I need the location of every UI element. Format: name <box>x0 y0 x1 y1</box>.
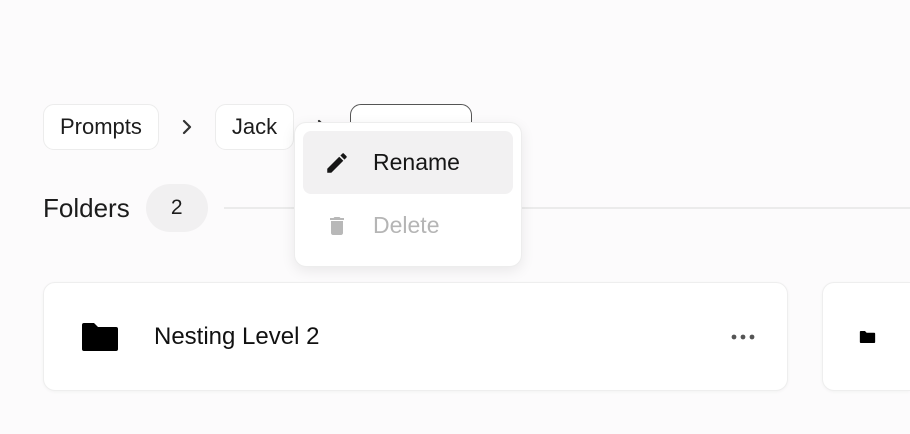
folder-icon <box>859 330 876 343</box>
folder-icon <box>82 322 118 351</box>
folder-card[interactable] <box>822 282 910 391</box>
ellipsis-icon <box>731 334 755 340</box>
folders-header: Folders 2 <box>43 184 910 232</box>
folder-name: Nesting Level 2 <box>154 322 320 350</box>
folder-card[interactable]: Nesting Level 2 <box>43 282 788 391</box>
breadcrumb-item-label: Jack <box>231 114 278 139</box>
more-options-button[interactable] <box>727 323 759 351</box>
menu-item-label: Rename <box>373 149 460 175</box>
context-menu: Rename Delete <box>294 122 522 267</box>
breadcrumb-item-prompts[interactable]: Prompts <box>43 104 159 150</box>
chevron-right-icon <box>159 104 215 150</box>
menu-item-rename[interactable]: Rename <box>303 131 513 194</box>
trash-icon <box>323 212 351 240</box>
folders-count-badge: 2 <box>145 184 208 232</box>
menu-item-delete[interactable]: Delete <box>303 194 513 257</box>
breadcrumb-item-jack[interactable]: Jack <box>214 104 295 150</box>
folders-title: Folders <box>43 192 130 223</box>
pencil-icon <box>323 149 351 177</box>
menu-item-label: Delete <box>373 212 440 238</box>
divider <box>223 207 910 209</box>
breadcrumb-item-label: Prompts <box>60 114 142 139</box>
